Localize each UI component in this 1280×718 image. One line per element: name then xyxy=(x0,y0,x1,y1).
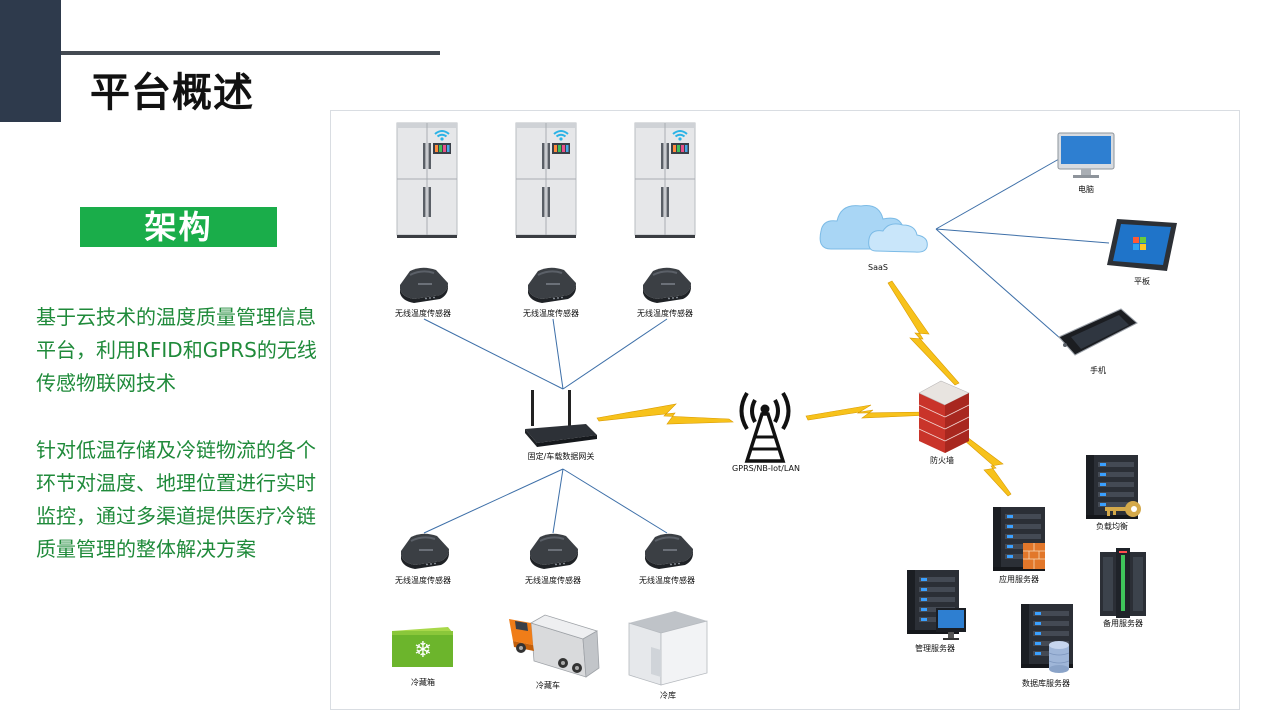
firewall-icon xyxy=(918,380,970,453)
wireless-sensor-icon xyxy=(400,532,450,570)
tower-label: GPRS/NB-Iot/LAN xyxy=(732,464,800,473)
sensor-label: 无线温度传感器 xyxy=(395,575,451,585)
server-label: 管理服务器 xyxy=(915,643,955,653)
snowflake-icon: ❄ xyxy=(414,638,432,663)
database-icon xyxy=(1048,641,1070,673)
rack-server-icon xyxy=(1100,548,1146,618)
sensor-label: 无线温度传感器 xyxy=(523,308,579,318)
sensor-label: 无线温度传感器 xyxy=(639,575,695,585)
wireless-sensor-icon xyxy=(529,532,579,570)
page-title: 平台概述 xyxy=(90,70,254,116)
wireless-sensor-icon xyxy=(527,266,577,304)
device-label: 平板 xyxy=(1134,276,1150,286)
truck-icon xyxy=(509,614,600,678)
wireless-sensor-icon xyxy=(399,266,449,304)
title-rule xyxy=(61,51,440,55)
paragraph-2: 针对低温存储及冷链物流的各个环节对温度、地理位置进行实时监控，通过多渠道提供医疗… xyxy=(36,438,316,561)
server-label: 应用服务器 xyxy=(999,574,1039,584)
corner-block xyxy=(0,0,61,122)
sensor-label: 无线温度传感器 xyxy=(395,308,451,318)
sensor-label: 无线温度传感器 xyxy=(525,575,581,585)
connection-lines xyxy=(423,158,1110,534)
fridge-icon xyxy=(396,122,458,239)
lightning-bolts xyxy=(596,280,1012,497)
server-label: 负载均衡 xyxy=(1096,521,1128,531)
wireless-sensor-icon xyxy=(642,266,692,304)
phone-icon xyxy=(1058,308,1138,356)
cloud-label: SaaS xyxy=(868,263,888,272)
cold-item-label: 冷藏车 xyxy=(536,680,560,690)
cloud-icon xyxy=(819,205,928,253)
fridge-icon xyxy=(515,122,577,239)
architecture-diagram: 无线温度传感器 无线温度传感器 无线温度传感器 固定/车载数据网关 无线温度传感… xyxy=(330,110,1240,710)
tablet-icon xyxy=(1107,219,1177,271)
cold-box-icon: ❄ xyxy=(392,627,453,667)
monitor-icon xyxy=(1057,132,1115,178)
signal-tower-icon xyxy=(739,391,791,463)
firewall-label: 防火墙 xyxy=(930,455,954,465)
device-label: 手机 xyxy=(1090,365,1106,375)
sensor-label: 无线温度传感器 xyxy=(637,308,693,318)
section-badge: 架构 xyxy=(80,207,277,247)
gateway-label: 固定/车载数据网关 xyxy=(528,451,595,461)
key-icon xyxy=(1105,501,1141,517)
cold-item-label: 冷库 xyxy=(660,690,676,700)
firewall-small-icon xyxy=(1023,543,1045,569)
wireless-sensor-icon xyxy=(644,532,694,570)
fridge-icon xyxy=(634,122,696,239)
server-label: 数据库服务器 xyxy=(1022,678,1070,688)
device-label: 电脑 xyxy=(1078,184,1094,194)
monitor-small-icon xyxy=(936,608,966,640)
cold-storage-icon xyxy=(628,611,708,686)
router-icon xyxy=(525,390,597,447)
cold-item-label: 冷藏箱 xyxy=(411,677,435,687)
diagram-canvas: 无线温度传感器 无线温度传感器 无线温度传感器 固定/车载数据网关 无线温度传感… xyxy=(392,122,1177,700)
server-label: 备用服务器 xyxy=(1103,618,1143,628)
paragraph-1: 基于云技术的温度质量管理信息平台，利用RFID和GPRS的无线传感物联网技术 xyxy=(36,305,317,395)
